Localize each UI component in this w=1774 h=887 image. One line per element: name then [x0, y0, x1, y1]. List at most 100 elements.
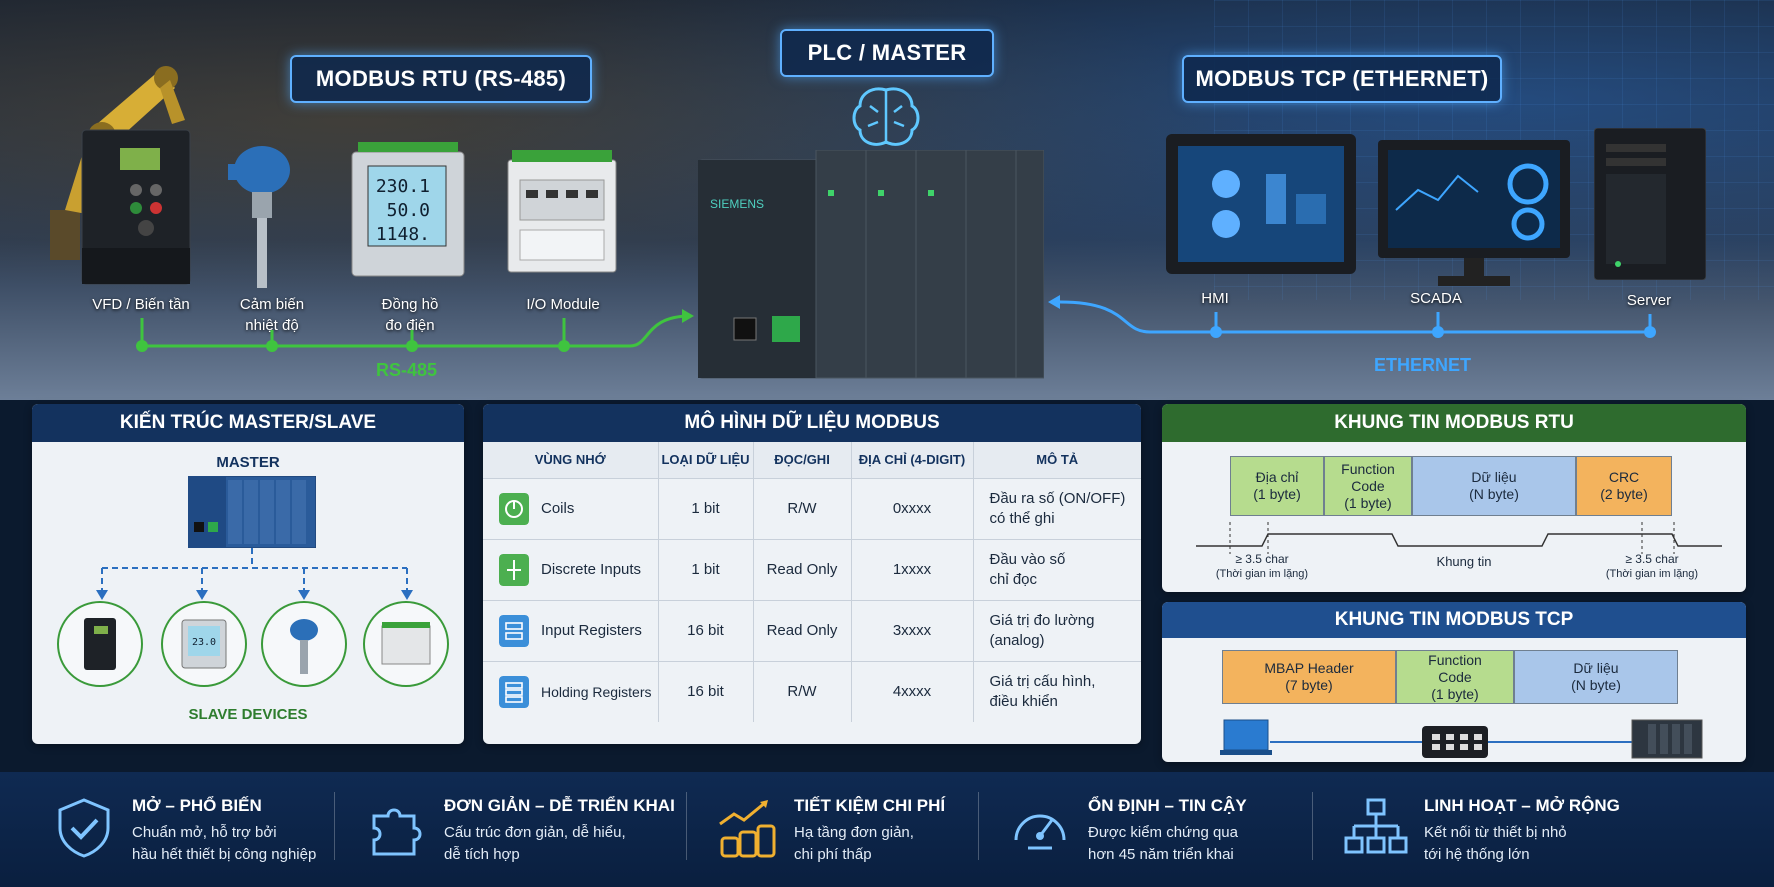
tcp-plc-icon: [1631, 719, 1703, 759]
master-plc-icon: [188, 476, 316, 548]
feature-text-line1: Chuẩn mở, hỗ trợ bởi: [132, 824, 277, 841]
rw-cell: R/W: [753, 477, 852, 539]
feature-reliable: ỔN ĐỊNH – TIN CẬY Được kiểm chứng qua hơ…: [1008, 796, 1247, 866]
silence-left-line2: (Thời gian im lặng): [1215, 568, 1309, 580]
coins-growth-icon: [719, 800, 776, 858]
network-switch-icon: [1422, 726, 1488, 758]
field-line3: (1 byte): [1431, 685, 1479, 702]
feature-divider: [978, 792, 979, 860]
network-tree-icon: [1344, 798, 1408, 854]
plc-brand-text: SIEMENS: [710, 197, 764, 211]
feature-divider: [1312, 792, 1313, 860]
power-meter-label: Đồng hồ đo điện: [360, 294, 460, 336]
description-cell: Giá trị đo lường(analog): [973, 599, 1141, 661]
power-meter-label-line1: Đồng hồ: [381, 296, 439, 313]
description-line1: Đầu ra số (ON/OFF): [989, 489, 1126, 507]
field-line2: (7 byte): [1285, 677, 1333, 693]
feature-divider: [686, 792, 687, 860]
address-cell: 4xxxx: [851, 660, 974, 722]
temperature-sensor-icon: [228, 146, 290, 288]
rs485-label: RS-485: [376, 360, 438, 380]
slave-temperature-sensor-icon: [261, 601, 347, 687]
feature-text-line2: chi phí thấp: [794, 846, 872, 863]
area-name: Input Registers: [541, 622, 642, 639]
register-icon: [499, 614, 529, 647]
header-rw: ĐỌC/GHI: [753, 442, 852, 478]
feature-title: TIẾT KIỆM CHI PHÍ: [794, 796, 946, 815]
master-label: MASTER: [216, 454, 280, 471]
server-tower-icon: [1594, 128, 1706, 280]
area-name: Discrete Inputs: [541, 561, 642, 578]
feature-flexible: LINH HOẠT – MỞ RỘNG Kết nối từ thiết bị …: [1344, 796, 1620, 866]
holding-register-icon: [499, 675, 529, 708]
feature-text-line1: Được kiểm chứng qua: [1088, 824, 1238, 841]
table-header-row: VÙNG NHỚ LOẠI DỮ LIỆU ĐỌC/GHI ĐỊA CHỈ (4…: [483, 442, 1141, 478]
server-label: Server: [1626, 292, 1672, 309]
slave-devices-label: SLAVE DEVICES: [188, 706, 308, 723]
type-cell: 1 bit: [658, 477, 754, 539]
tcp-frame-title: KHUNG TIN MODBUS TCP: [1162, 602, 1746, 638]
description-line2: có thể ghi: [989, 509, 1055, 527]
frame-crc-field: CRC(2 byte): [1576, 456, 1672, 516]
feature-title: ĐƠN GIẢN – DỄ TRIỂN KHAI: [444, 796, 675, 815]
silence-left-note: ≥ 3.5 char (Thời gian im lặng): [1202, 552, 1322, 582]
gauge-icon: [1014, 814, 1066, 850]
feature-title: LINH HOẠT – MỞ RỘNG: [1424, 796, 1620, 815]
temperature-sensor-label-line1: Cảm biến: [239, 296, 305, 313]
feature-cost-saving: TIẾT KIỆM CHI PHÍ Hạ tầng đơn giản, chi …: [714, 796, 945, 866]
description-line1: Đầu vào số: [989, 550, 1066, 568]
field-line3: (1 byte): [1344, 494, 1392, 511]
frame-mbap-header-field: MBAP Header(7 byte): [1222, 650, 1396, 704]
field-line1: Function: [1428, 651, 1482, 668]
description-line1: Giá trị đo lường: [989, 611, 1095, 629]
bus-lines: [136, 295, 1656, 352]
vfd-label: VFD / Biến tần: [82, 294, 200, 315]
meter-reading-1: 230.1: [376, 176, 430, 197]
area-name: Coils: [541, 500, 575, 517]
field-line1: Function: [1341, 460, 1395, 477]
header-description: MÔ TẢ: [973, 442, 1141, 478]
field-line2: (2 byte): [1600, 486, 1648, 502]
field-line2: (N byte): [1571, 677, 1621, 693]
slave-meter-reading: 23.0: [192, 637, 216, 648]
scada-label: SCADA: [1410, 290, 1462, 307]
vfd-device-icon: [81, 129, 191, 285]
hmi-label: HMI: [1201, 290, 1229, 307]
header-type: LOẠI DỮ LIỆU: [658, 442, 754, 478]
toggle-icon: [499, 492, 529, 525]
field-line2: (1 byte): [1253, 486, 1301, 502]
frame-data-field: Dữ liệu(N byte): [1514, 650, 1678, 704]
io-module-label-text: I/O Module: [526, 296, 600, 313]
address-cell: 1xxxx: [851, 538, 974, 600]
description-cell: Giá trị cấu hình,điều khiển: [973, 660, 1141, 722]
table-row: Input Registers 16 bit Read Only 3xxxx G…: [483, 599, 1141, 661]
field-line1: Địa chỉ: [1255, 469, 1299, 485]
feature-title: MỞ – PHỔ BIẾN: [132, 796, 262, 815]
tcp-frame-panel: KHUNG TIN MODBUS TCP MBAP Header(7 byte)…: [1162, 602, 1746, 762]
feature-simple: ĐƠN GIẢN – DỄ TRIỂN KHAI Cấu trúc đơn gi…: [364, 796, 675, 866]
type-cell: 1 bit: [658, 538, 754, 600]
input-switch-icon: [499, 553, 529, 586]
temperature-sensor-label-line2: nhiệt độ: [245, 317, 299, 334]
address-cell: 0xxxx: [851, 477, 974, 539]
type-cell: 16 bit: [658, 660, 754, 722]
frame-label: Khung tin: [1436, 554, 1492, 569]
feature-text-line1: Hạ tầng đơn giản,: [794, 824, 914, 841]
temperature-sensor-label: Cảm biến nhiệt độ: [222, 294, 322, 336]
field-line2: Code: [1438, 668, 1472, 685]
field-line1: Dữ liệu: [1471, 469, 1517, 485]
feature-text-line2: hơn 45 năm triển khai: [1088, 846, 1234, 863]
slave-power-meter-icon: 23.0: [161, 601, 247, 687]
silence-right-line1: ≥ 3.5 char: [1625, 552, 1679, 566]
master-slave-links: [96, 548, 413, 600]
modbus-rtu-title: MODBUS RTU (RS-485): [290, 55, 592, 103]
ethernet-label: ETHERNET: [1374, 355, 1472, 375]
description-line2: điều khiển: [989, 692, 1058, 710]
master-slave-title: KIẾN TRÚC MASTER/SLAVE: [32, 404, 464, 442]
rs485-bus-line: [136, 309, 694, 352]
feature-text-line1: Cấu trúc đơn giản, dễ hiểu,: [444, 824, 626, 841]
rtu-timing-diagram: [1196, 522, 1722, 554]
rtu-frame-title: KHUNG TIN MODBUS RTU: [1162, 404, 1746, 442]
master-slave-panel: KIẾN TRÚC MASTER/SLAVE MASTER 23.0: [32, 404, 464, 744]
